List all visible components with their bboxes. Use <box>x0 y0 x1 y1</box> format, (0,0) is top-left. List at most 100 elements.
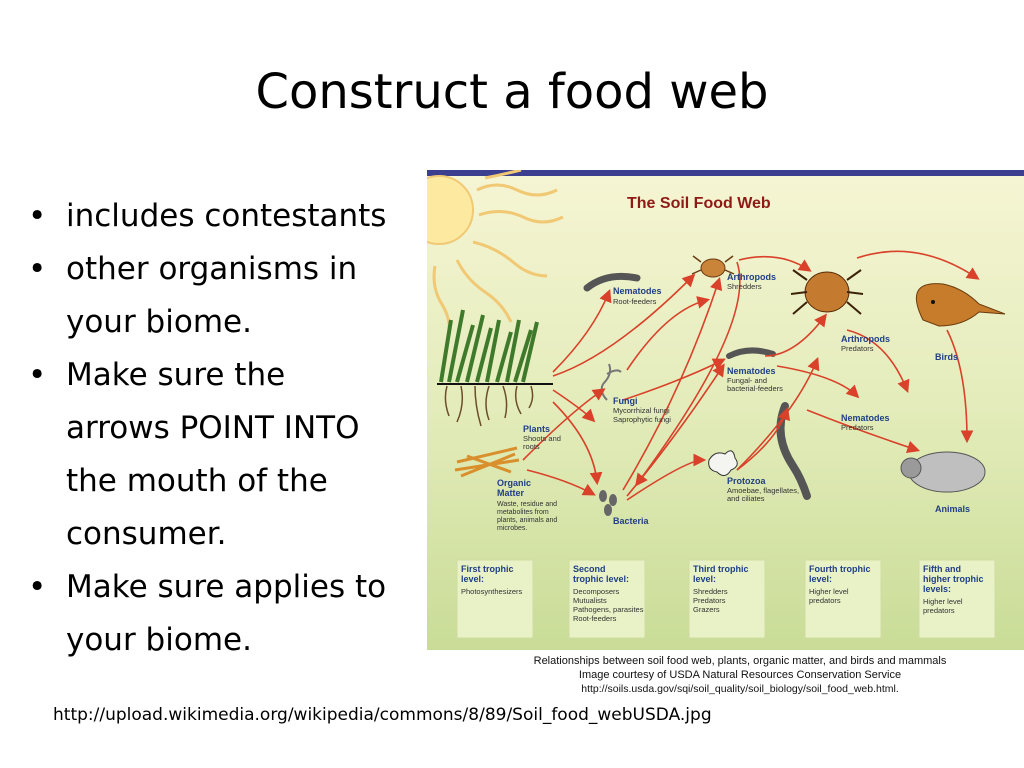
bullet-text: your biome. <box>66 304 252 340</box>
organic-matter-icon <box>454 446 520 478</box>
label-animals: Animals <box>935 504 970 514</box>
caption-line: Image courtesy of USDA Natural Resources… <box>578 669 902 681</box>
caption-line: Relationships between soil food web, pla… <box>533 655 947 667</box>
label-organic-matter: Organic Matter Waste, residue and metabo… <box>497 478 557 532</box>
bacteria-icon <box>599 490 617 516</box>
svg-text:Nematodes: Nematodes <box>613 286 662 296</box>
svg-text:Arthropods: Arthropods <box>727 272 776 282</box>
bullet-list: • includes contestants • other organisms… <box>28 190 428 667</box>
source-url-link[interactable]: http://upload.wikimedia.org/wikipedia/co… <box>53 705 712 725</box>
food-web-diagram: The Soil Food Web <box>427 170 1024 650</box>
bullet-item: • other organisms in your biome. <box>28 243 428 349</box>
label-birds: Birds <box>935 352 958 362</box>
svg-text:First trophic: First trophic <box>461 564 514 574</box>
svg-text:Shoots and: Shoots and <box>523 434 561 443</box>
label-plants: Plants Shoots and roots <box>523 424 561 451</box>
label-protozoa: Protozoa Amoebae, flagellates, and cilia… <box>727 476 799 503</box>
svg-text:Plants: Plants <box>523 424 550 434</box>
soil-food-web-figure: The Soil Food Web <box>427 170 1024 650</box>
bullet-dot: • <box>28 569 47 605</box>
figure-top-border <box>427 170 1024 176</box>
plants-icon <box>437 309 553 427</box>
svg-text:Fifth and: Fifth and <box>923 564 961 574</box>
trophic-level-first: First trophic level: Photosynthesizers <box>456 559 534 639</box>
svg-text:Nematodes: Nematodes <box>727 366 776 376</box>
svg-text:Grazers: Grazers <box>693 605 720 614</box>
svg-text:Mycorrhizal fungi: Mycorrhizal fungi <box>613 406 670 415</box>
svg-text:plants, animals and: plants, animals and <box>497 517 557 524</box>
trophic-level-third: Third trophic level: Shredders Predators… <box>688 559 766 639</box>
svg-text:Root-feeders: Root-feeders <box>573 614 617 623</box>
slide-title: Construct a food web <box>255 64 769 120</box>
svg-text:and ciliates: and ciliates <box>727 494 765 503</box>
svg-text:roots: roots <box>523 442 540 451</box>
svg-text:Pathogens, parasites: Pathogens, parasites <box>573 605 644 614</box>
svg-text:Protozoa: Protozoa <box>727 476 766 486</box>
svg-text:Third trophic: Third trophic <box>693 564 749 574</box>
svg-text:Photosynthesizers: Photosynthesizers <box>461 587 523 596</box>
svg-text:metabolites from: metabolites from <box>497 509 549 516</box>
bullet-text: includes contestants <box>66 198 387 234</box>
nematode-fungal-feeder-icon <box>726 347 776 359</box>
bullet-item: • Make sure applies to your biome. <box>28 561 428 667</box>
svg-text:Mutualists: Mutualists <box>573 596 607 605</box>
svg-text:Organic: Organic <box>497 478 531 488</box>
label-bacteria: Bacteria <box>613 516 650 526</box>
trophic-level-fifth: Fifth and higher trophic levels: Higher … <box>918 559 996 639</box>
svg-text:Second: Second <box>573 564 606 574</box>
svg-text:Higher level: Higher level <box>809 587 849 596</box>
bullet-item: • Make sure the arrows POINT INTO the mo… <box>28 349 428 561</box>
svg-text:Amoebae, flagellates,: Amoebae, flagellates, <box>727 486 799 495</box>
figure-title: The Soil Food Web <box>627 195 771 212</box>
label-arthropods-predators: Arthropods Predators <box>841 334 890 353</box>
svg-text:Decomposers: Decomposers <box>573 587 620 596</box>
label-fungi: Fungi Mycorrhizal fungi Saprophytic fung… <box>613 396 671 424</box>
svg-text:levels:: levels: <box>923 584 951 594</box>
svg-text:Higher level: Higher level <box>923 597 963 606</box>
label-arthropods-shredders: Arthropods Shredders <box>727 272 776 291</box>
bullet-dot: • <box>28 251 47 287</box>
svg-text:Birds: Birds <box>935 352 958 362</box>
protozoa-icon <box>708 450 738 476</box>
label-nematodes-predators: Nematodes Predators <box>841 413 890 432</box>
svg-text:Matter: Matter <box>497 488 525 498</box>
svg-text:Predators: Predators <box>841 423 874 432</box>
svg-text:predators: predators <box>923 606 955 615</box>
mole-icon <box>900 451 986 493</box>
bullet-text: Make sure the <box>66 357 286 393</box>
bullet-text: arrows POINT INTO <box>66 410 360 446</box>
svg-text:Shredders: Shredders <box>693 587 728 596</box>
bird-icon <box>915 283 1006 327</box>
svg-text:bacterial-feeders: bacterial-feeders <box>727 384 783 393</box>
bullet-dot: • <box>28 198 47 234</box>
bullet-text: Make sure applies to <box>66 569 387 605</box>
bullet-text: your biome. <box>66 622 252 658</box>
sun-icon <box>427 170 564 341</box>
bullet-item: • includes contestants <box>28 190 428 243</box>
svg-text:Saprophytic fungi: Saprophytic fungi <box>613 415 671 424</box>
svg-text:Root-feeders: Root-feeders <box>613 297 657 306</box>
svg-text:predators: predators <box>809 596 841 605</box>
svg-text:higher trophic: higher trophic <box>923 574 984 584</box>
food-web-arrows <box>522 250 980 501</box>
arthropod-predator-icon <box>790 269 864 315</box>
caption-url: http://soils.usda.gov/sqi/soil_quality/s… <box>581 683 899 695</box>
svg-text:level:: level: <box>693 574 716 584</box>
svg-text:trophic level:: trophic level: <box>573 574 629 584</box>
svg-text:microbes.: microbes. <box>497 525 527 532</box>
bullet-text: the mouth of the <box>66 463 328 499</box>
bullet-text: consumer. <box>66 516 227 552</box>
svg-text:Nematodes: Nematodes <box>841 413 890 423</box>
figure-caption: Relationships between soil food web, pla… <box>470 654 1010 696</box>
label-nematodes-fungal: Nematodes Fungal- and bacterial-feeders <box>727 366 783 393</box>
svg-text:Fungal- and: Fungal- and <box>727 376 767 385</box>
arthropod-shredder-icon <box>691 255 735 278</box>
svg-text:Animals: Animals <box>935 504 970 514</box>
trophic-level-second: Second trophic level: Decomposers Mutual… <box>568 559 646 639</box>
trophic-level-fourth: Fourth trophic level: Higher level preda… <box>804 559 882 639</box>
bullet-dot: • <box>28 357 47 393</box>
label-nematodes-root: Nematodes Root-feeders <box>613 286 662 306</box>
svg-text:level:: level: <box>809 574 832 584</box>
svg-text:Predators: Predators <box>841 344 874 353</box>
svg-text:Fourth trophic: Fourth trophic <box>809 564 871 574</box>
